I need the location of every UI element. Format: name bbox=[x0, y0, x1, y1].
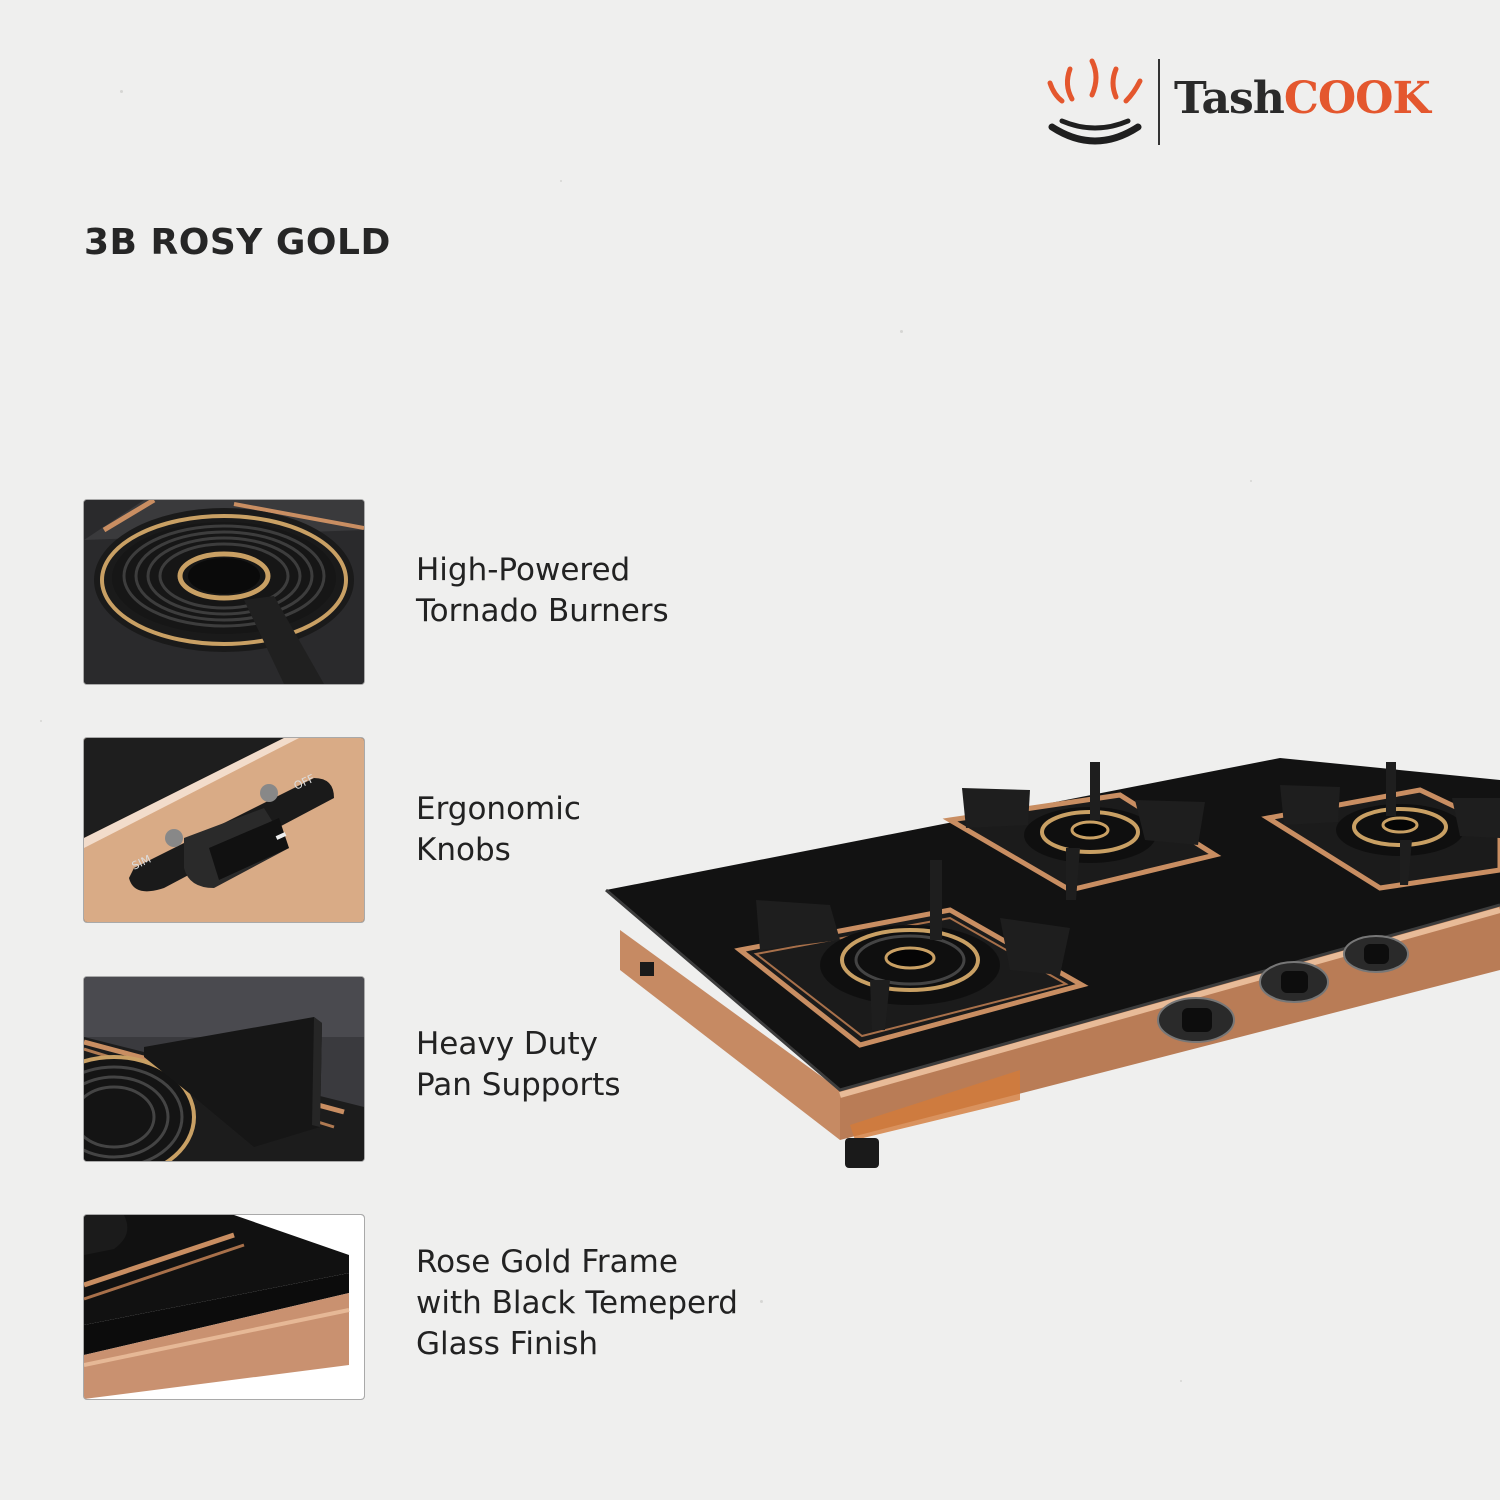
flame-pot-icon bbox=[1047, 58, 1143, 145]
knob-icon bbox=[1259, 961, 1329, 1003]
feature-label-knobs: Ergonomic Knobs bbox=[416, 789, 836, 871]
brand-name-part2: COOK bbox=[1283, 73, 1431, 124]
knob-closeup-image: OFF SIM bbox=[83, 737, 365, 923]
feature-label-frame: Rose Gold Frame with Black Temeperd Glas… bbox=[416, 1242, 836, 1365]
brand-name: TashCOOK bbox=[1174, 73, 1431, 124]
feature-line: Ergonomic bbox=[416, 791, 581, 827]
texture-speck bbox=[1180, 1380, 1182, 1382]
texture-speck bbox=[900, 330, 903, 333]
feature-line: Pan Supports bbox=[416, 1067, 621, 1103]
burner-closeup-image bbox=[83, 499, 365, 685]
feature-line: Heavy Duty bbox=[416, 1026, 598, 1062]
frame-closeup-image bbox=[83, 1214, 365, 1400]
feature-line: Glass Finish bbox=[416, 1326, 599, 1362]
texture-speck bbox=[560, 180, 562, 182]
burner-icon bbox=[734, 860, 1089, 1048]
brand-name-part1: Tash bbox=[1174, 73, 1285, 124]
product-title: 3B ROSY GOLD bbox=[84, 222, 391, 263]
feature-line: with Black Temeperd bbox=[416, 1285, 738, 1321]
knob-icon bbox=[1343, 935, 1409, 973]
gas-stove-product-image bbox=[600, 740, 1500, 1180]
feature-line: Knobs bbox=[416, 832, 511, 868]
brand-logo: TashCOOK bbox=[1040, 55, 1431, 150]
burner-icon bbox=[942, 762, 1222, 900]
feature-label-pan-supports: Heavy Duty Pan Supports bbox=[416, 1024, 836, 1106]
burner-icon bbox=[1261, 762, 1500, 891]
feature-label-burners: High-Powered Tornado Burners bbox=[416, 550, 836, 632]
texture-speck bbox=[760, 1300, 763, 1303]
logo-divider bbox=[1158, 59, 1160, 145]
texture-speck bbox=[120, 90, 123, 93]
pan-support-closeup-image bbox=[83, 976, 365, 1162]
knob-icon bbox=[1157, 997, 1235, 1043]
texture-speck bbox=[40, 720, 42, 722]
feature-line: High-Powered bbox=[416, 552, 631, 588]
texture-speck bbox=[1250, 480, 1252, 482]
feature-line: Tornado Burners bbox=[416, 593, 669, 629]
feature-line: Rose Gold Frame bbox=[416, 1244, 678, 1280]
